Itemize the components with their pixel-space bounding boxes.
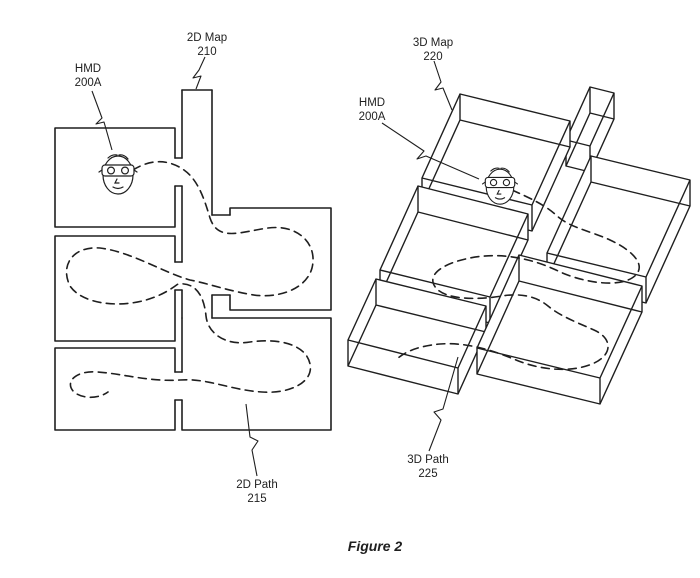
label-2d-map-line2: 210 xyxy=(197,46,217,58)
label-2d-path-line2: 215 xyxy=(247,493,267,505)
label-3d-path-line2: 225 xyxy=(418,468,438,480)
label-2d-path-line1: 2D Path xyxy=(236,479,278,491)
label-3d-map-line1: 3D Map xyxy=(412,37,454,49)
leader-3d-path xyxy=(428,356,459,452)
label-2d-path: 2D Path 215 xyxy=(236,478,278,506)
label-hmd-right: HMD 200A xyxy=(359,96,386,124)
3d-room-3 xyxy=(347,278,487,395)
leader-3d-map xyxy=(433,60,453,111)
2d-map-drawing xyxy=(54,89,332,431)
label-3d-path: 3D Path 225 xyxy=(407,453,449,481)
leader-2d-map xyxy=(192,56,206,90)
label-hmd-right-line2: 200A xyxy=(358,111,386,123)
label-2d-map-line1: 2D Map xyxy=(186,32,228,44)
3d-room-right xyxy=(546,155,691,304)
2d-path xyxy=(65,160,314,399)
figure-caption: Figure 2 xyxy=(347,538,403,554)
leader-2d-path xyxy=(245,403,259,477)
3d-map-drawing xyxy=(347,86,691,405)
label-hmd-right-line1: HMD xyxy=(358,97,386,109)
label-3d-map: 3D Map 220 xyxy=(413,36,453,64)
3d-path xyxy=(395,189,640,371)
3d-room-bottom xyxy=(476,254,643,405)
label-3d-path-line1: 3D Path xyxy=(407,454,449,466)
hmd-face-icon xyxy=(98,154,138,195)
leader-hmd-left xyxy=(91,90,113,151)
label-2d-map: 2D Map 210 xyxy=(187,31,227,59)
label-hmd-left-line1: HMD xyxy=(74,63,102,75)
3d-room-corridor xyxy=(565,86,615,173)
label-hmd-left: HMD 200A xyxy=(75,62,102,90)
label-3d-map-line2: 220 xyxy=(423,51,443,63)
leader-hmd-right xyxy=(381,122,480,180)
label-hmd-left-line2: 200A xyxy=(74,77,102,89)
